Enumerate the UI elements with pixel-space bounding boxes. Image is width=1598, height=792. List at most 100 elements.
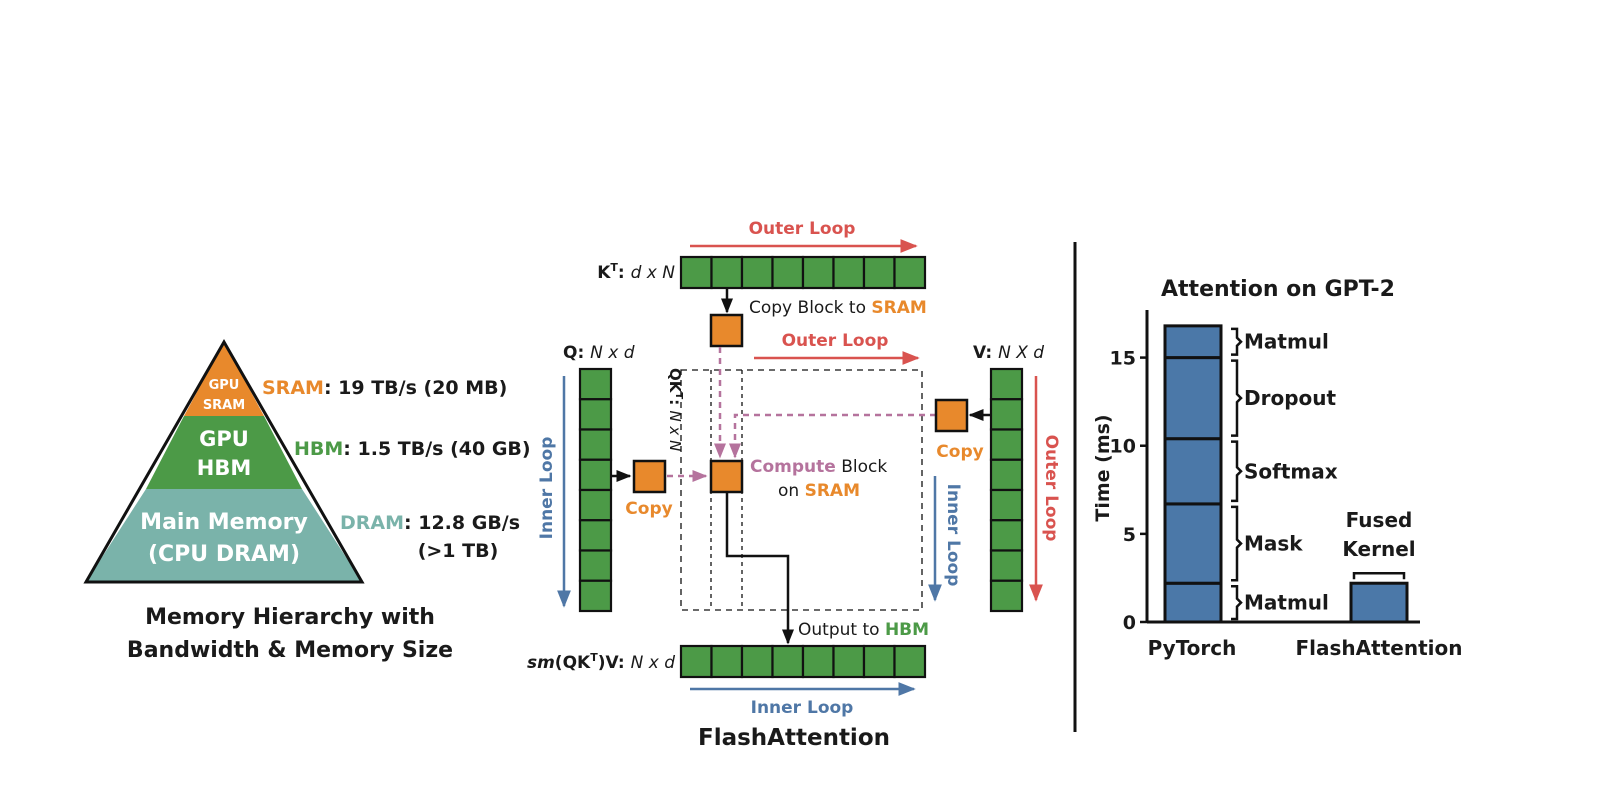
pyramid-outline	[83, 338, 365, 584]
q-cell	[578, 549, 613, 582]
output-cell	[679, 644, 713, 679]
q-label: Q: N x d	[563, 343, 635, 363]
out-suffix: )V	[598, 653, 620, 673]
pyramid-dram-layer	[86, 489, 362, 582]
pyramid-caption-line1: Memory Hierarchy with	[145, 605, 435, 630]
v-dims: N X d	[998, 343, 1044, 363]
dram-spec-size: (>1 TB)	[418, 540, 499, 562]
v-to-compute-dash	[729, 413, 936, 459]
q-cell	[578, 428, 613, 461]
q-sram-block	[632, 459, 667, 494]
v-cell	[989, 519, 1024, 552]
compute-sram: SRAM	[805, 481, 860, 501]
out-label: sm(QKT)V: N x d	[527, 651, 675, 673]
dram-spec-name: DRAM	[340, 512, 404, 534]
q-cell	[578, 367, 613, 401]
copy-block-label: Copy Block to	[749, 298, 871, 318]
bar-segment	[1349, 581, 1409, 624]
qkt-region	[680, 369, 923, 611]
y-tick-label: 15	[1110, 348, 1136, 370]
q-dims: N x d	[590, 343, 635, 363]
v-cell	[989, 549, 1024, 582]
x-category-label: PyTorch	[1148, 636, 1237, 660]
dram-spec: DRAM: 12.8 GB/s	[340, 512, 520, 534]
sram-spec-name: SRAM	[262, 377, 324, 399]
v-cell	[989, 488, 1024, 522]
compute-on: on	[778, 481, 805, 501]
kt-cell	[710, 255, 744, 290]
segment-brace	[1231, 440, 1243, 503]
segment-label: Matmul	[1244, 591, 1329, 615]
y-tick-label: 10	[1110, 436, 1136, 458]
outer-loop-right-label: Outer Loop	[1041, 435, 1061, 542]
qkt-label: QKT: N x N	[666, 368, 684, 451]
out-dims: N x d	[631, 653, 676, 673]
v-label: V: N X d	[973, 343, 1044, 363]
output-label: Output to	[798, 620, 885, 640]
kt-cell	[679, 255, 713, 290]
pyramid-caption-line2: Bandwidth & Memory Size	[127, 638, 453, 663]
compute-sram-block	[709, 459, 744, 494]
compute-word: Compute	[750, 457, 836, 477]
segment-brace	[1231, 327, 1243, 356]
q-cell	[578, 458, 613, 492]
v-sram-block	[934, 398, 969, 433]
hbm-spec: HBM: 1.5 TB/s (40 GB)	[294, 438, 531, 460]
fused-brace	[1352, 571, 1406, 580]
kt-cell	[740, 255, 774, 290]
qkt-dims: N x N	[666, 410, 684, 451]
output-cell	[740, 644, 774, 679]
output-cell	[832, 644, 866, 679]
fused-label-line2: Kernel	[1342, 537, 1415, 561]
kt-cell	[832, 255, 866, 290]
segment-label: Mask	[1244, 532, 1303, 556]
output-cell	[862, 644, 896, 679]
q-cell	[578, 398, 613, 431]
q-matrix	[578, 367, 613, 613]
out-sup: T	[590, 651, 598, 664]
attention-chart: Attention on GPT-2 Time (ms) 0 5 10 15 PyTo…	[1092, 277, 1462, 660]
outer-loop-mid-label: Outer Loop	[782, 331, 889, 351]
kt-matrix	[679, 255, 927, 290]
copy-right-label: Copy	[936, 442, 983, 462]
x-category-label: FlashAttention	[1296, 636, 1463, 660]
bar-segment	[1163, 581, 1223, 624]
v-cell	[989, 367, 1024, 401]
kt-name: K	[597, 263, 611, 283]
output-arrow	[725, 492, 794, 645]
bar-segment	[1163, 437, 1223, 506]
sram-spec-value: : 19 TB/s (20 MB)	[324, 377, 507, 399]
bar-segment	[1163, 356, 1223, 441]
v-cell	[989, 579, 1024, 613]
qkt-name: QK	[666, 368, 684, 394]
output-hbm: HBM	[885, 620, 929, 640]
output-text: Output to HBM	[798, 620, 929, 640]
inner-loop-bottom-label: Inner Loop	[751, 698, 854, 718]
v-cell	[989, 428, 1024, 461]
flashattention-title: FlashAttention	[698, 725, 890, 751]
chart-ylabel: Time (ms)	[1092, 414, 1114, 521]
inner-loop-left-label: Inner Loop	[537, 437, 557, 540]
output-cell	[801, 644, 835, 679]
pyramid-hbm-layer	[146, 416, 302, 489]
output-matrix	[679, 644, 927, 679]
q-cell	[578, 488, 613, 522]
kt-cell	[801, 255, 835, 290]
pyramid-sram-line2: SRAM	[203, 398, 245, 413]
k-sram-block	[709, 313, 744, 348]
y-tick-label: 5	[1123, 524, 1136, 546]
q-name: Q	[563, 343, 577, 363]
chart-bars: PyTorch FlashAttention	[1148, 324, 1463, 660]
pyramid-dram-line2: (CPU DRAM)	[148, 542, 300, 567]
v-cell	[989, 398, 1024, 431]
y-tick-label: 0	[1123, 612, 1136, 634]
chart-title: Attention on GPT-2	[1161, 277, 1395, 302]
copy-block-sram: SRAM	[871, 298, 926, 318]
kt-cell	[893, 255, 927, 290]
pyramid-dram-line1: Main Memory	[140, 510, 308, 535]
compute-text-line1: Compute Block	[750, 457, 887, 477]
hbm-spec-value: : 1.5 TB/s (40 GB)	[343, 438, 530, 460]
flashattention-diagram: Outer Loop KT: d x N Copy Block to SRAM …	[527, 219, 1061, 751]
